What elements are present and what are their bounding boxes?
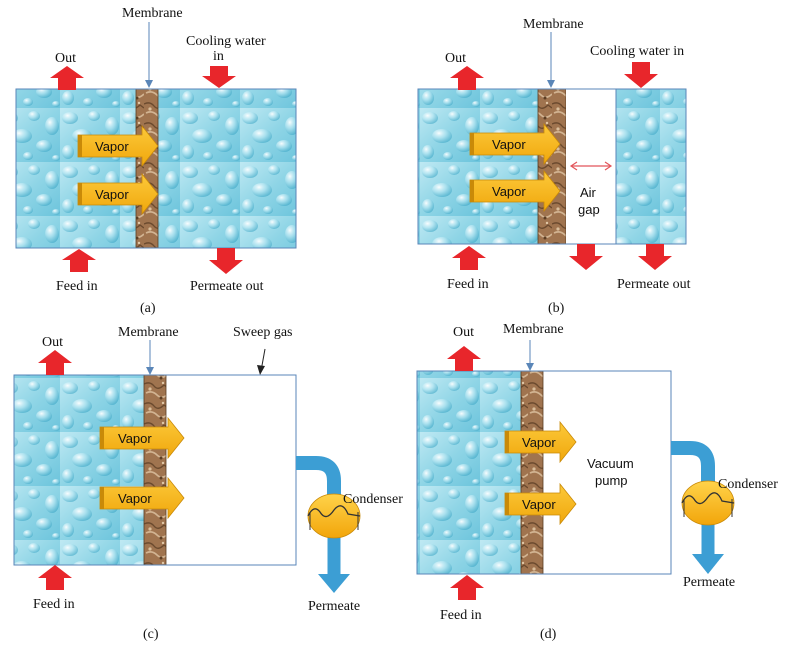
membrane: [537, 88, 567, 245]
feed-in-arrow: [38, 565, 72, 590]
feed-in-label: Feed in: [56, 279, 98, 294]
out-arrow: [447, 346, 481, 371]
out-label: Out: [453, 325, 474, 340]
out-label: Out: [55, 51, 76, 66]
cooling-in-arrow: [624, 62, 658, 88]
membrane-pointer-head: [146, 367, 154, 375]
vapor-arrow: Vapor: [469, 169, 561, 213]
feed-in-arrow: [62, 249, 96, 272]
condenser-icon: [681, 480, 735, 526]
caption-a: (a): [140, 301, 156, 316]
vacuum-pump-label: Vacuum: [587, 456, 634, 471]
vacuum-pump-label-line2: pump: [595, 473, 628, 488]
module-border: [15, 88, 297, 249]
panel-c: Vapor Vapor Out Membrane Sweep gas Conde…: [13, 325, 403, 642]
cooling-water-region: [616, 89, 686, 244]
membrane-label: Membrane: [122, 6, 183, 21]
permeate-label: Permeate: [683, 575, 735, 590]
membrane-pointer-head: [526, 363, 534, 371]
feed-water-region: [14, 375, 144, 565]
vapor-arrow: Vapor: [99, 416, 185, 460]
vapor-arrow: Vapor: [77, 124, 159, 168]
air-gap-arrow: [569, 161, 613, 171]
panel-d: Vapor Vapor Vacuum pump Out Membrane Con…: [416, 322, 778, 642]
air-gap-label: Air: [580, 185, 597, 200]
sweep-gas-pointer-head: [257, 365, 265, 375]
out-arrow: [50, 66, 84, 90]
outlet-pipe: [296, 456, 341, 498]
permeate-label: Permeate: [308, 599, 360, 614]
module-border: [416, 370, 672, 575]
condenser-label: Condenser: [718, 477, 778, 492]
permeate-out-label: Permeate out: [190, 279, 264, 294]
feed-in-label: Feed in: [33, 597, 75, 612]
air-gap-label-line2: gap: [578, 202, 600, 217]
permeate-arrow-head: [692, 554, 724, 574]
feed-in-label: Feed in: [440, 608, 482, 623]
permeate-out-arrow: [209, 248, 243, 274]
condenser-label: Condenser: [343, 492, 403, 507]
outlet-pipe: [671, 441, 715, 484]
feed-in-label: Feed in: [447, 277, 489, 292]
membrane-label: Membrane: [118, 325, 179, 340]
cooling-water-label-line2: in: [213, 49, 224, 64]
vapor-arrow: Vapor: [77, 172, 159, 216]
out-arrow: [38, 350, 72, 375]
vapor-arrow: Vapor: [504, 482, 577, 526]
caption-d: (d): [540, 627, 557, 642]
out-arrow: [450, 66, 484, 90]
gap-out-arrow: [569, 244, 603, 270]
caption-c: (c): [143, 627, 159, 642]
vapor-label: Vapor: [118, 431, 152, 446]
vapor-label: Vapor: [95, 187, 129, 202]
vapor-label: Vapor: [492, 137, 526, 152]
cooling-water-label: Cooling water: [186, 34, 266, 49]
vapor-label: Vapor: [522, 497, 556, 512]
feed-water-region: [417, 371, 521, 574]
vapor-label: Vapor: [522, 435, 556, 450]
panel-b: Vapor Vapor Air gap Membrane Out Cooling…: [417, 17, 691, 316]
membrane: [135, 88, 159, 249]
feed-water-region: [16, 89, 136, 248]
feed-in-arrow: [450, 575, 484, 600]
cooling-in-arrow: [202, 66, 236, 88]
feed-in-arrow: [452, 246, 486, 270]
feed-water-region: [418, 89, 538, 244]
permeate-arrow-head: [318, 574, 350, 593]
permeate-out-label: Permeate out: [617, 277, 691, 292]
module-border: [417, 88, 687, 245]
permeate-out-arrow: [638, 244, 672, 270]
out-label: Out: [445, 51, 466, 66]
panel-a: Vapor Vapor Membrane Out Cooling water i…: [15, 6, 297, 316]
vapor-label: Vapor: [118, 491, 152, 506]
membrane: [520, 370, 544, 575]
vapor-label: Vapor: [492, 184, 526, 199]
membrane-pointer-head: [145, 80, 153, 88]
membrane: [143, 374, 167, 566]
vapor-arrow: Vapor: [99, 476, 185, 520]
membrane-pointer-head: [547, 80, 555, 88]
out-label: Out: [42, 335, 63, 350]
condenser-icon: [307, 493, 361, 539]
vapor-arrow: Vapor: [504, 420, 577, 464]
vapor-label: Vapor: [95, 139, 129, 154]
vapor-arrow: Vapor: [469, 122, 561, 166]
permeate-water-region: [158, 89, 296, 248]
cooling-water-label: Cooling water in: [590, 44, 684, 59]
membrane-label: Membrane: [523, 17, 584, 32]
membrane-label: Membrane: [503, 322, 564, 337]
caption-b: (b): [548, 301, 565, 316]
sweep-gas-label: Sweep gas: [233, 325, 293, 340]
